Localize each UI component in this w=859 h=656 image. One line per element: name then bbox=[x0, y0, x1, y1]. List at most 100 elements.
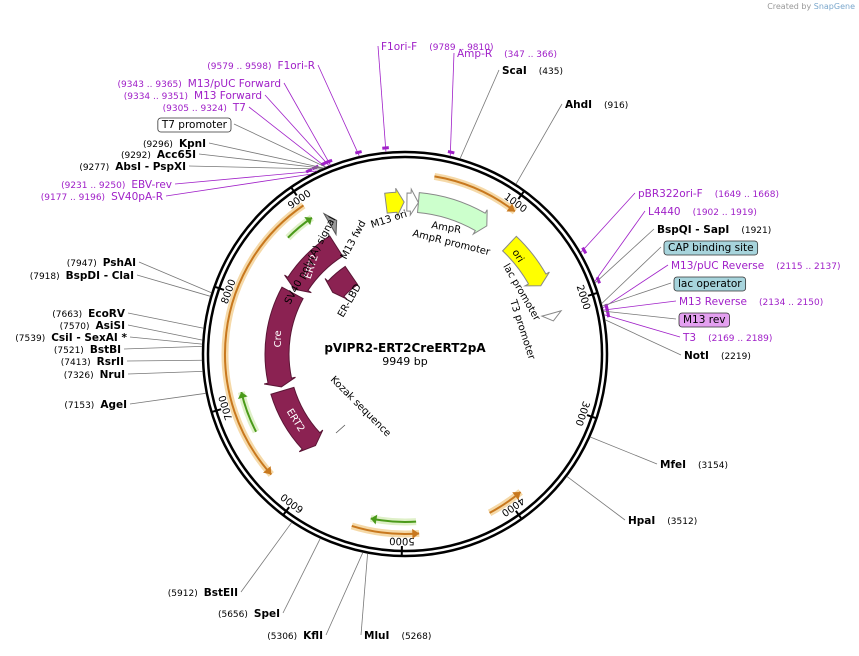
label-amp-r-name: Amp-R bbox=[457, 48, 492, 60]
label-kozak: Kozak sequence bbox=[328, 374, 393, 439]
leader-agei bbox=[129, 392, 206, 405]
label-t3-name: T3 bbox=[682, 332, 696, 344]
label-m13-reverse: M13 Reverse(2134 .. 2150) bbox=[679, 296, 823, 308]
label-m13-fwd-name: M13 Forward bbox=[194, 90, 262, 102]
label-acc65i-name: Acc65I bbox=[157, 149, 196, 161]
label-hpai-coord: (3512) bbox=[667, 517, 697, 527]
leader-spei bbox=[282, 538, 321, 614]
label-spei: SpeI(5656) bbox=[218, 608, 280, 620]
label-ecorv-coord: (7663) bbox=[52, 310, 82, 320]
label-kpni: KpnI (9296) bbox=[143, 138, 206, 150]
label-lac-operator-box bbox=[673, 276, 747, 292]
label-m13puc-fwd: M13/pUC Forward (9343 .. 9365) bbox=[118, 78, 281, 90]
label-bspdi: BspDI - ClaI(7918) bbox=[30, 270, 134, 282]
label-ahdi-name: AhdI bbox=[565, 99, 592, 111]
label-kpni-name: KpnI bbox=[179, 138, 206, 150]
label-agei: AgeI(7153) bbox=[64, 399, 127, 411]
ori-arrow bbox=[501, 235, 550, 287]
label-bspqi: BspQI - SapI(1921) bbox=[657, 224, 771, 236]
label-leaders bbox=[123, 45, 682, 636]
label-ahdi-coord: (916) bbox=[604, 101, 628, 111]
label-m13-reverse-coord: (2134 .. 2150) bbox=[759, 298, 823, 308]
label-lac-operator: lac operator bbox=[673, 276, 747, 292]
label-acc65i: Acc65I(9292) bbox=[121, 149, 196, 161]
label-t7-promoter-text: T7 promoter bbox=[161, 119, 228, 131]
label-cap-site-box bbox=[663, 240, 759, 256]
label-spei-coord: (5656) bbox=[218, 610, 248, 620]
label-t7: T7(9305 .. 9324) bbox=[163, 102, 246, 114]
label-bspqi-name: BspQI - SapI bbox=[657, 224, 729, 236]
label-hpai-name: HpaI bbox=[628, 515, 655, 527]
label-ebv-rev-name: EBV-rev bbox=[131, 179, 172, 191]
tick-label: 6000 bbox=[279, 491, 306, 515]
leader-ahdi bbox=[515, 103, 563, 185]
tick-4000 bbox=[515, 510, 523, 520]
leader-kpni bbox=[208, 142, 324, 169]
label-kfli-name: KflI bbox=[303, 630, 323, 642]
label-cap-site: CAP binding site bbox=[663, 240, 759, 256]
label-m13puc-fwd-coord: (9343 .. 9365) bbox=[118, 80, 182, 90]
label-m13-rev: M13 rev bbox=[678, 312, 730, 328]
feature-labels: F1ori-F(9789 .. 9810)Amp-R(347 .. 366)F1… bbox=[15, 41, 840, 642]
label-t7-name: T7 bbox=[232, 102, 246, 114]
leader-pbr322ori-f bbox=[580, 192, 636, 253]
tick-2000 bbox=[587, 291, 598, 297]
label-t7-promoter-box bbox=[157, 117, 232, 133]
primer-mark-8 bbox=[581, 246, 588, 255]
ampr-promoter-box bbox=[406, 187, 420, 217]
label-bstbi-coord: (7521) bbox=[54, 346, 84, 356]
tick-3000 bbox=[586, 414, 597, 420]
m13-ori-arrow bbox=[384, 187, 405, 219]
orf-outer-3-head bbox=[412, 528, 420, 539]
leader-bspdi bbox=[136, 274, 211, 297]
plasmid-length: 9949 bp bbox=[382, 355, 427, 368]
label-bsteii-coord: (5912) bbox=[168, 589, 198, 599]
label-sv40pa-r-coord: (9177 .. 9196) bbox=[41, 193, 105, 203]
leader-absi bbox=[188, 165, 322, 170]
label-csii-coord: (7539) bbox=[15, 334, 45, 344]
label-trui-coord: (7326) bbox=[64, 371, 94, 381]
label-scai-coord: (435) bbox=[539, 67, 563, 77]
label-l4440-coord: (1902 .. 1919) bbox=[693, 208, 757, 218]
leader-pshai bbox=[138, 261, 212, 294]
label-l4440: L4440(1902 .. 1919) bbox=[648, 206, 757, 218]
label-m13puc-rev-coord: (2115 .. 2137) bbox=[776, 262, 840, 272]
label-kfli-coord: (5306) bbox=[267, 632, 297, 642]
label-amp-r: Amp-R (347 .. 366) bbox=[457, 48, 557, 60]
label-pbr322ori-f-name: pBR322ori-F bbox=[638, 188, 703, 200]
label-m13puc-fwd-name: M13/pUC Forward bbox=[188, 78, 281, 90]
sv40-signal-box bbox=[322, 212, 338, 237]
label-sv40pa-r: SV40pA-R(9177 .. 9196) bbox=[41, 191, 163, 203]
label-ecorv-name: EcoRV bbox=[88, 308, 126, 320]
label-scai: ScaI(435) bbox=[502, 65, 563, 77]
leader-cap-site bbox=[601, 246, 662, 304]
label-mfei: MfeI(3154) bbox=[660, 459, 728, 471]
label-f1ori-r: F1ori-R(9579 .. 9598) bbox=[207, 60, 315, 72]
leader-bspqi bbox=[594, 228, 655, 284]
label-kpni-coord: (9296) bbox=[143, 140, 173, 150]
label-noti-coord: (2219) bbox=[721, 352, 751, 362]
label-f1ori-f-name: F1ori-F bbox=[381, 41, 417, 53]
label-asisi-name: AsiSI bbox=[96, 320, 125, 332]
ert2-a-arrow bbox=[284, 235, 344, 294]
label-agei-name: AgeI bbox=[100, 399, 127, 411]
leader-acc65i bbox=[198, 153, 324, 169]
leader-hpai bbox=[566, 476, 626, 521]
leader-amp-r bbox=[449, 52, 455, 157]
label-cre: Cre bbox=[273, 330, 284, 347]
label-mfei-name: MfeI bbox=[660, 459, 686, 471]
label-mlui-name: MluI bbox=[364, 630, 389, 642]
leader-m13puc-fwd bbox=[283, 82, 331, 166]
primer-mark-2 bbox=[354, 150, 362, 155]
label-t7-promoter: T7 promoter bbox=[157, 117, 232, 133]
tick-label: 2000 bbox=[574, 284, 592, 312]
label-pshai: PshAI(7947) bbox=[67, 257, 136, 269]
tick-6000 bbox=[282, 506, 290, 516]
label-m13-rev-text: M13 rev bbox=[683, 314, 726, 326]
label-amp-r-coord: (347 .. 366) bbox=[504, 50, 557, 60]
leader-m13-reverse bbox=[603, 300, 677, 311]
plasmid-name: pVIPR2-ERT2CreERT2pA bbox=[324, 341, 486, 355]
leader-m13puc-rev bbox=[602, 264, 669, 309]
tick-8000 bbox=[214, 285, 225, 291]
